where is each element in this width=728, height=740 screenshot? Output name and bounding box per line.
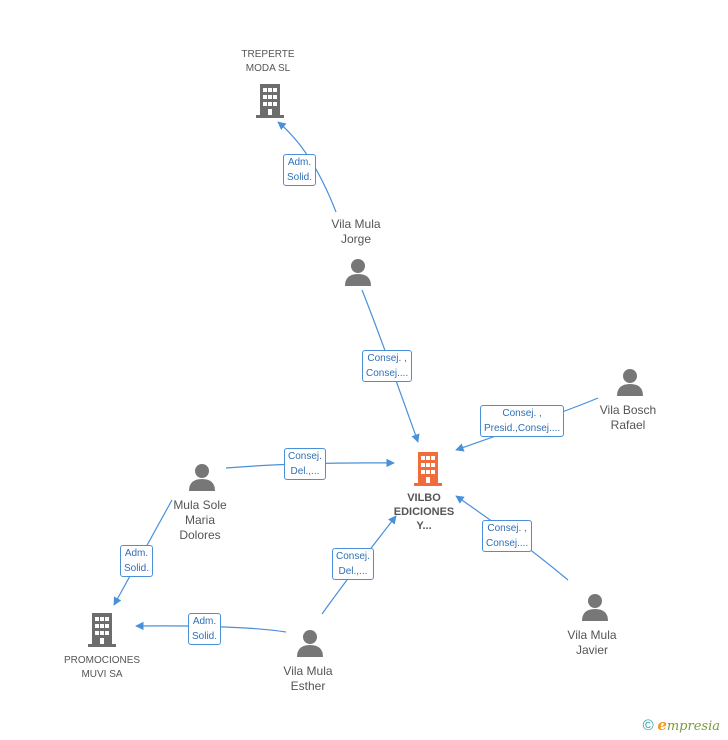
edge-label-line: Del.,... bbox=[290, 466, 320, 477]
edge-label-line: Consej. , bbox=[487, 523, 527, 534]
label-line: MODA SL bbox=[245, 63, 291, 74]
edge-label-maria-muvi[interactable]: Adm. Solid. bbox=[120, 545, 154, 577]
label-line: EDICIONES bbox=[393, 506, 455, 518]
node-label-treperte[interactable]: TREPERTE MODA SL bbox=[228, 48, 308, 76]
person-icon[interactable] bbox=[188, 463, 216, 491]
person-icon[interactable] bbox=[581, 593, 609, 621]
label-line: Esther bbox=[290, 679, 326, 693]
label-line: Vila Mula bbox=[283, 664, 333, 678]
edge-label-esther-vilbo[interactable]: Consej. Del.,... bbox=[332, 548, 374, 580]
edge-label-line: Adm. bbox=[287, 157, 312, 168]
edge-label-line: Consej.... bbox=[486, 538, 529, 549]
edge-label-line: Adm. bbox=[192, 616, 217, 627]
brand-logo-text: mpresia bbox=[666, 719, 720, 734]
node-label-maria[interactable]: Mula Sole Maria Dolores bbox=[160, 498, 240, 543]
edge-label-line: Consej. bbox=[336, 551, 370, 562]
person-icon[interactable] bbox=[616, 368, 644, 396]
center-company-icon[interactable] bbox=[413, 452, 443, 486]
edge-line-esther-muvi bbox=[135, 621, 287, 633]
label-line: Javier bbox=[575, 643, 608, 657]
company-icon[interactable] bbox=[87, 613, 117, 647]
node-label-jorge[interactable]: Vila Mula Jorge bbox=[316, 217, 396, 247]
edge-label-javier-vilbo[interactable]: Consej. , Consej.... bbox=[482, 520, 533, 552]
edge-label-line: Consej. , bbox=[502, 408, 542, 419]
copyright-symbol: © bbox=[642, 717, 654, 734]
label-line: PROMOCIONES bbox=[63, 655, 141, 666]
edge-label-line: Presid.,Consej.... bbox=[484, 423, 561, 434]
person-icon[interactable] bbox=[344, 258, 372, 286]
edge-label-line: Consej. bbox=[288, 451, 322, 462]
edge-label-line: Del.,... bbox=[338, 566, 368, 577]
edge-label-line: Solid. bbox=[287, 172, 313, 183]
edge-label-esther-muvi[interactable]: Adm. Solid. bbox=[188, 613, 222, 645]
edge-label-line: Solid. bbox=[192, 631, 218, 642]
edge-label-line: Consej.... bbox=[366, 368, 409, 379]
label-line: Maria bbox=[184, 513, 215, 527]
label-line: MUVI SA bbox=[81, 669, 123, 680]
edge-label-jorge-vilbo[interactable]: Consej. , Consej.... bbox=[362, 350, 413, 382]
edge-label-maria-vilbo[interactable]: Consej. Del.,... bbox=[284, 448, 326, 480]
label-line: TREPERTE bbox=[241, 49, 295, 60]
edge-label-line: Adm. bbox=[124, 548, 149, 559]
company-icon[interactable] bbox=[255, 84, 285, 118]
node-label-rafael[interactable]: Vila Bosch Rafael bbox=[588, 403, 668, 433]
node-label-muvi[interactable]: PROMOCIONES MUVI SA bbox=[52, 654, 152, 682]
edge-label-line: Solid. bbox=[124, 563, 150, 574]
node-label-vilbo[interactable]: VILBO EDICIONES Y... bbox=[384, 491, 464, 533]
label-line: Mula Sole bbox=[173, 498, 227, 512]
edge-label-rafael-vilbo[interactable]: Consej. , Presid.,Consej.... bbox=[480, 405, 565, 437]
label-line: Vila Bosch bbox=[599, 403, 657, 417]
copyright-footer: © empresia bbox=[643, 716, 720, 734]
edge-label-jorge-treperte[interactable]: Adm. Solid. bbox=[283, 154, 317, 186]
label-line: Jorge bbox=[340, 232, 372, 246]
label-line: Y... bbox=[416, 520, 432, 532]
brand-logo-initial: e bbox=[657, 716, 667, 734]
label-line: Rafael bbox=[610, 418, 646, 432]
edge-label-line: Consej. , bbox=[367, 353, 407, 364]
node-label-esther[interactable]: Vila Mula Esther bbox=[268, 664, 348, 694]
label-line: Vila Mula bbox=[331, 217, 381, 231]
person-icon[interactable] bbox=[296, 629, 324, 657]
label-line: VILBO bbox=[407, 492, 441, 504]
label-line: Dolores bbox=[179, 528, 221, 542]
node-label-javier[interactable]: Vila Mula Javier bbox=[552, 628, 632, 658]
label-line: Vila Mula bbox=[567, 628, 617, 642]
